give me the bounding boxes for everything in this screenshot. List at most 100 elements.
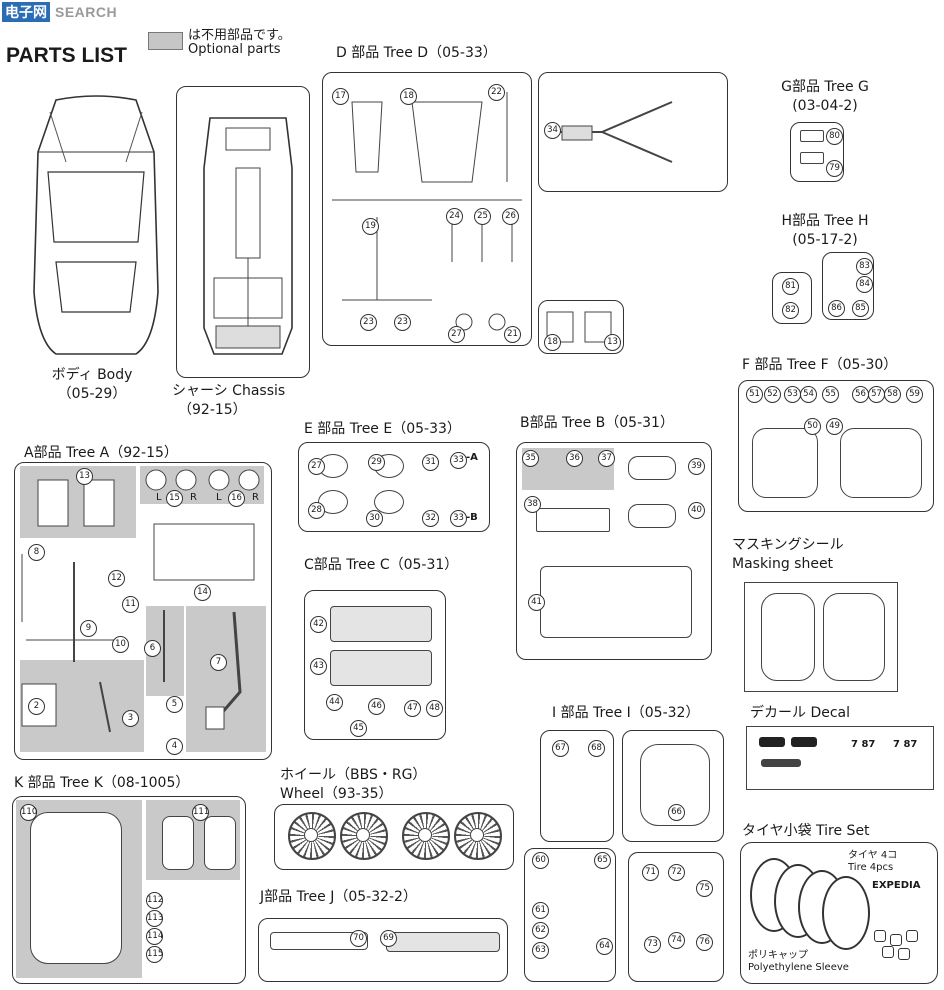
tree-a-side-r: R bbox=[190, 492, 197, 503]
decal-logo bbox=[759, 737, 785, 747]
tree-e-part bbox=[374, 490, 404, 514]
tree-e-label: E 部品 Tree E（05-33） bbox=[304, 421, 461, 437]
part-num: 75 bbox=[696, 880, 713, 897]
part-num: 31 bbox=[422, 454, 439, 471]
part-num: 112 bbox=[146, 892, 163, 909]
part-num: 32 bbox=[422, 510, 439, 527]
tree-b-label: B部品 Tree B（05-31） bbox=[520, 415, 674, 431]
part-num: 44 bbox=[326, 694, 343, 711]
part-num: 5 bbox=[166, 696, 183, 713]
part-num: 2 bbox=[28, 698, 45, 715]
optional-parts-swatch bbox=[148, 32, 183, 50]
wheel-code: Wheel（93-35） bbox=[280, 785, 393, 802]
part-num: 36 bbox=[566, 450, 583, 467]
part-num: 37 bbox=[598, 450, 615, 467]
part-num: 61 bbox=[532, 902, 549, 919]
part-num: 59 bbox=[906, 386, 923, 403]
part-num: 15 bbox=[166, 490, 183, 507]
masking-en: Masking sheet bbox=[732, 555, 834, 572]
part-num: 8 bbox=[28, 544, 45, 561]
body-label: ボディ Body （05-29） bbox=[28, 366, 156, 404]
part-num: 22 bbox=[488, 84, 505, 101]
part-num: 58 bbox=[884, 386, 901, 403]
part-num: 43 bbox=[310, 658, 327, 675]
part-num: 55 bbox=[822, 386, 839, 403]
part-num: 52 bbox=[764, 386, 781, 403]
tree-g-code: (03-04-2) bbox=[792, 97, 858, 114]
part-num: 111 bbox=[192, 804, 209, 821]
part-num: 41 bbox=[528, 594, 545, 611]
part-num: 18 bbox=[544, 334, 561, 351]
tree-k-interior bbox=[30, 812, 122, 964]
poly-cap bbox=[906, 930, 918, 942]
tree-a-label: A部品 Tree A（92-15） bbox=[24, 445, 178, 461]
part-num: 27 bbox=[308, 458, 325, 475]
part-num: 50 bbox=[804, 418, 821, 435]
tree-g-label: G部品 Tree G (03-04-2) bbox=[760, 78, 890, 116]
page-title: PARTS LIST bbox=[6, 44, 127, 67]
tire bbox=[822, 876, 870, 950]
tree-b-lamp bbox=[628, 456, 676, 480]
tree-b-part bbox=[536, 508, 610, 532]
tree-e-mark-b: -B bbox=[466, 512, 478, 523]
tree-j-part bbox=[386, 932, 500, 952]
poly-cap bbox=[890, 934, 902, 946]
part-num: 9 bbox=[80, 620, 97, 637]
part-num: 51 bbox=[746, 386, 763, 403]
wheel-part bbox=[340, 812, 388, 860]
part-num: 48 bbox=[426, 700, 443, 717]
tree-g-name: G部品 Tree G bbox=[781, 79, 869, 95]
cap-jp: ポリキャップ bbox=[748, 950, 808, 961]
poly-cap bbox=[874, 930, 886, 942]
wheel-part bbox=[288, 812, 336, 860]
part-num: 18 bbox=[400, 88, 417, 105]
tree-a-parts-drawing bbox=[21, 469, 260, 733]
part-num: 56 bbox=[852, 386, 869, 403]
part-num: 62 bbox=[532, 922, 549, 939]
part-num: 68 bbox=[588, 740, 605, 757]
part-num: 27 bbox=[448, 326, 465, 343]
tree-f-label: F 部品 Tree F（05-30） bbox=[742, 357, 898, 373]
part-num: 12 bbox=[108, 570, 125, 587]
decal-plate: 7 87 bbox=[851, 739, 876, 750]
part-num: 42 bbox=[310, 616, 327, 633]
decal-sheet: 7 87 7 87 bbox=[746, 726, 934, 790]
tree-f-lens-right bbox=[840, 428, 922, 498]
part-num: 69 bbox=[380, 930, 397, 947]
chassis-code: （92-15） bbox=[178, 401, 247, 418]
chassis-label: シャーシ Chassis （92-15） bbox=[172, 382, 285, 420]
body-shell-drawing bbox=[33, 95, 159, 355]
part-num: 26 bbox=[502, 208, 519, 225]
masking-sheet bbox=[744, 582, 898, 692]
part-num: 84 bbox=[856, 276, 873, 293]
part-num: 11 bbox=[122, 596, 139, 613]
wheel-name: ホイール（BBS・RG） bbox=[280, 767, 427, 783]
part-num: 86 bbox=[828, 300, 845, 317]
tree-g-part bbox=[800, 152, 824, 164]
part-num: 60 bbox=[532, 852, 549, 869]
part-num: 17 bbox=[332, 88, 349, 105]
part-num: 7 bbox=[210, 654, 227, 671]
tree-d-parts-drawing bbox=[332, 92, 673, 343]
part-num: 13 bbox=[76, 468, 93, 485]
masking-jp: マスキングシール bbox=[732, 537, 844, 553]
part-num: 25 bbox=[474, 208, 491, 225]
part-num: 79 bbox=[826, 160, 843, 177]
tree-k-seat bbox=[162, 816, 194, 870]
poly-cap bbox=[898, 948, 910, 960]
part-num: 13 bbox=[604, 334, 621, 351]
part-num: 64 bbox=[596, 938, 613, 955]
tree-i-label: I 部品 Tree I（05-32） bbox=[552, 705, 700, 721]
part-num: 45 bbox=[350, 720, 367, 737]
part-num: 35 bbox=[522, 450, 539, 467]
tire-brand: EXPEDIA bbox=[872, 880, 921, 891]
tree-k-label: K 部品 Tree K（08-1005） bbox=[14, 775, 190, 791]
tree-h-code: (05-17-2) bbox=[792, 231, 858, 248]
part-num: 23 bbox=[360, 314, 377, 331]
tree-c-part bbox=[330, 650, 432, 686]
part-num: 24 bbox=[446, 208, 463, 225]
tree-a-side-r: R bbox=[252, 492, 259, 503]
body-name: ボディ Body bbox=[51, 367, 133, 383]
poly-cap bbox=[882, 946, 894, 958]
